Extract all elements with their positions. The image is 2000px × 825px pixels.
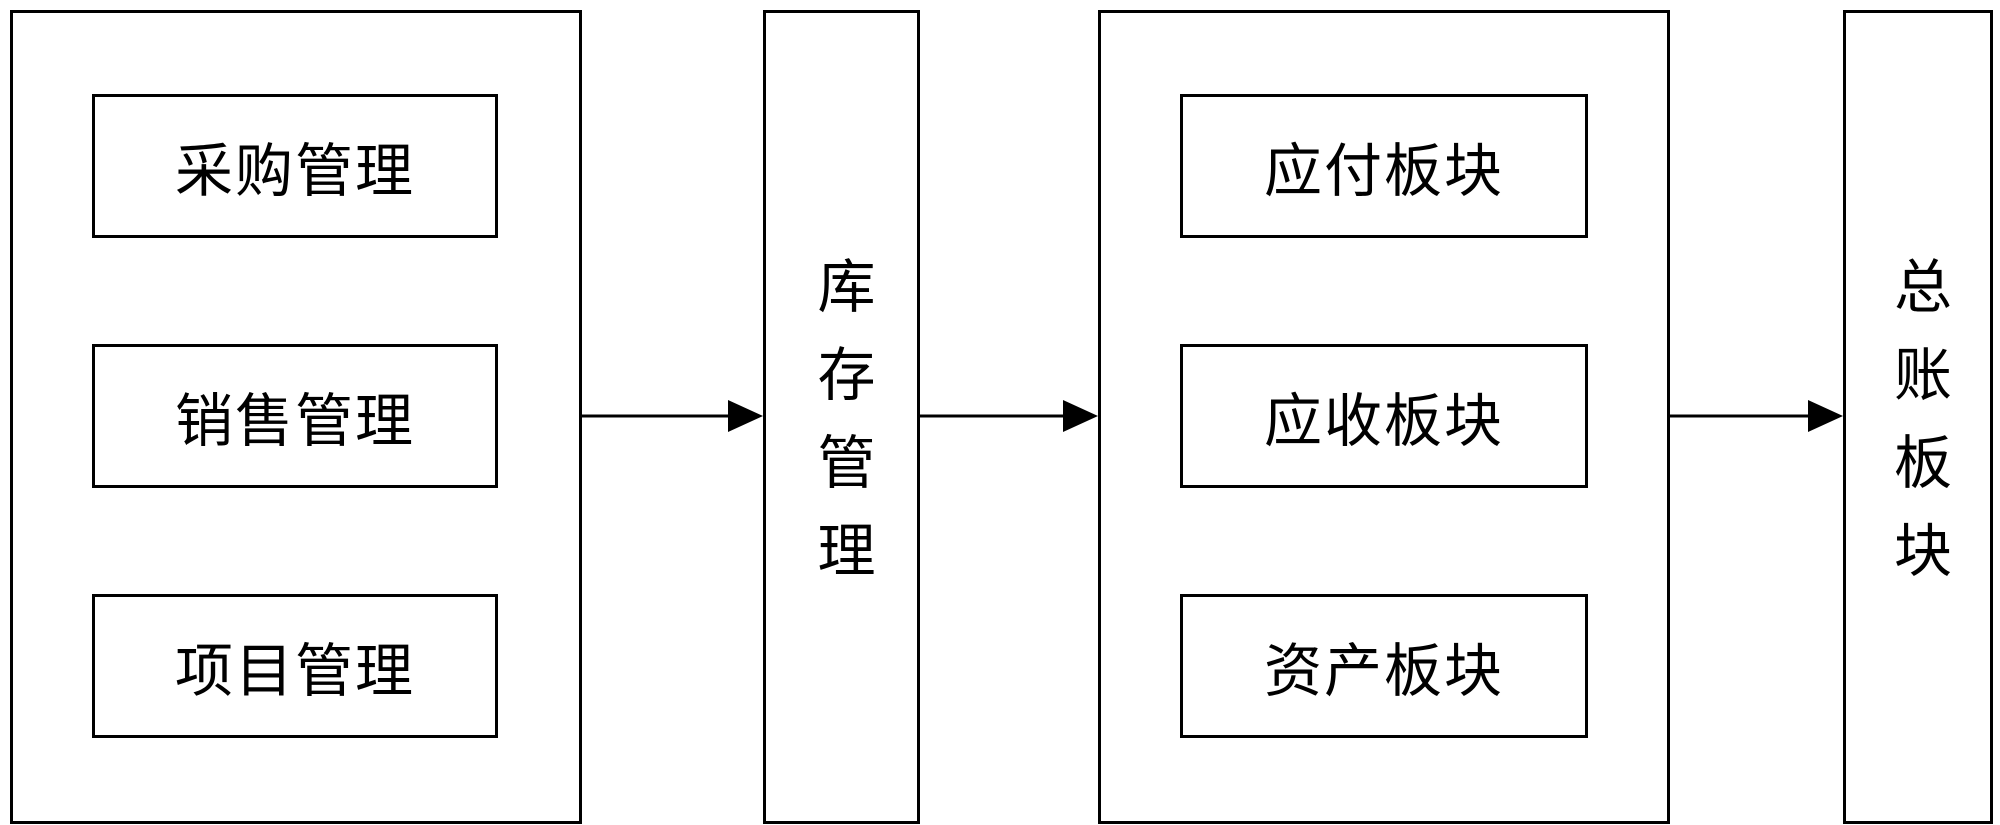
assets-box: 资产板块 [1180,594,1588,738]
payables-box: 应付板块 [1180,94,1588,238]
project-management-label: 项目管理 [174,637,415,705]
payables-label: 应付板块 [1263,137,1504,205]
arrow-business-to-inventory [582,400,763,432]
sales-management-box: 销售管理 [92,344,498,488]
inventory-management-label: 库存管理 [807,256,876,608]
general-ledger-box: 总账板块 [1843,10,1993,824]
receivables-box: 应收板块 [1180,344,1588,488]
general-ledger-label: 总账板块 [1884,256,1952,608]
receivables-label: 应收板块 [1263,387,1504,455]
arrow-finance-to-ledger [1670,400,1843,432]
arrow-inventory-to-finance [920,400,1098,432]
assets-label: 资产板块 [1263,637,1504,705]
inventory-management-box: 库存管理 [763,10,920,824]
sales-management-label: 销售管理 [174,387,415,455]
purchase-management-label: 采购管理 [174,137,415,205]
project-management-box: 项目管理 [92,594,498,738]
purchase-management-box: 采购管理 [92,94,498,238]
